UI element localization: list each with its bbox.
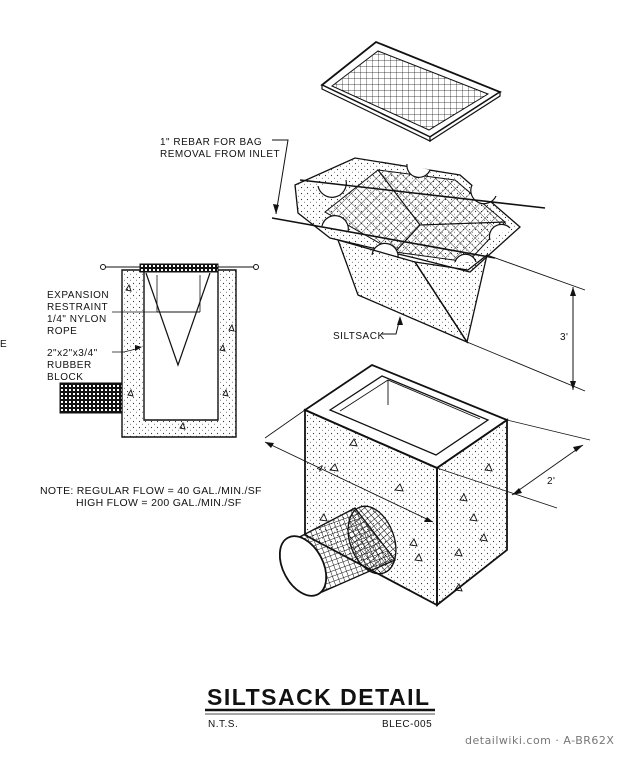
section-view [59, 263, 259, 438]
svg-text:RESTRAINT: RESTRAINT [47, 302, 108, 313]
detail-code: BLEC-005 [382, 719, 432, 730]
svg-text:1/4" NYLON: 1/4" NYLON [47, 314, 107, 325]
svg-text:1" REBAR FOR BAG: 1" REBAR FOR BAG [160, 137, 262, 148]
expansion-restraint-label: EXPANSION RESTRAINT 1/4" NYLON ROPE [47, 290, 109, 337]
width-dimension-label: 2' [547, 476, 555, 487]
svg-text:ROPE: ROPE [47, 326, 77, 337]
siltsack-bag [271, 157, 546, 344]
svg-text:2"x2"x3/4": 2"x2"x3/4" [47, 348, 98, 359]
rubber-block-label: 2"x2"x3/4" RUBBER BLOCK [47, 348, 98, 383]
drawing-title: SILTSACK DETAIL [207, 684, 431, 710]
svg-text:NOTE: REGULAR FLOW = 40 GAL./: NOTE: REGULAR FLOW = 40 GAL./MIN./SF [40, 485, 262, 497]
watermark-text: detailwiki.com · A-BR62X [465, 734, 614, 747]
title-block: SILTSACK DETAIL N.T.S. BLEC-005 [205, 684, 435, 730]
flow-note: NOTE: REGULAR FLOW = 40 GAL./MIN./SF HIG… [40, 485, 262, 509]
edge-mark: E [0, 339, 7, 350]
svg-text:RUBBER: RUBBER [47, 360, 92, 371]
inlet-grate [320, 40, 502, 143]
svg-text:HIGH FLOW = 200 GAL./MIN./SF: HIGH FLOW = 200 GAL./MIN./SF [76, 497, 242, 509]
height-dimension [466, 254, 586, 392]
height-dimension-label: 3' [560, 332, 568, 343]
rebar-label: 1" REBAR FOR BAG REMOVAL FROM INLET [160, 137, 280, 160]
svg-text:REMOVAL FROM INLET: REMOVAL FROM INLET [160, 149, 280, 160]
depth-dimension-label: 4' [315, 463, 327, 477]
siltsack-leader [381, 316, 403, 335]
box-dimensions [264, 409, 591, 523]
scale-label: N.T.S. [208, 719, 238, 730]
concrete-inlet-box [303, 363, 509, 607]
svg-text:BLOCK: BLOCK [47, 372, 83, 383]
svg-text:EXPANSION: EXPANSION [47, 290, 109, 301]
inlet-pipe [278, 505, 397, 597]
rebar-leader [272, 139, 289, 215]
siltsack-label: SILTSACK [333, 331, 385, 342]
